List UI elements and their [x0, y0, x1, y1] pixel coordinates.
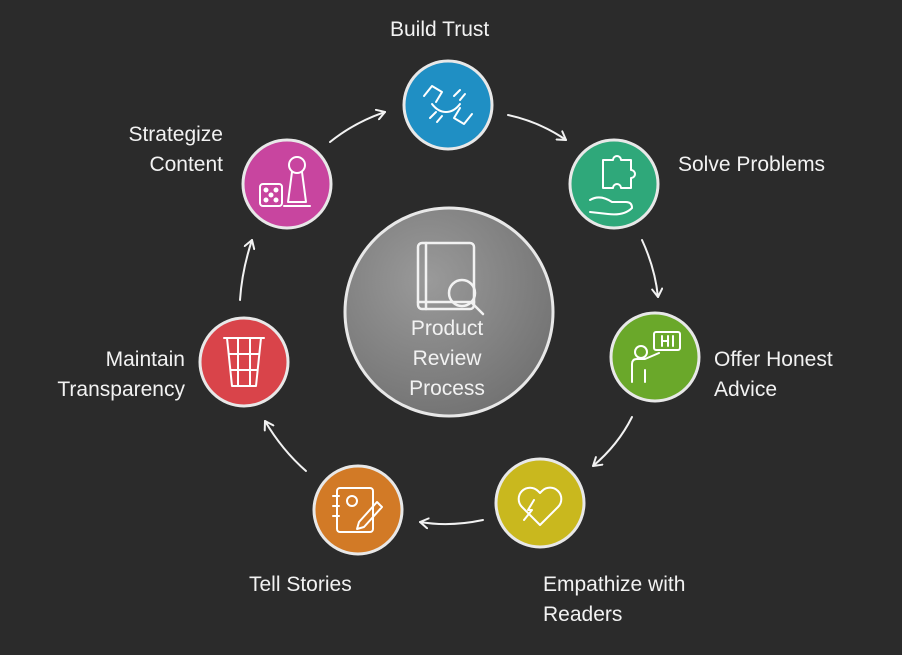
step-label-build-trust: Build Trust [390, 15, 489, 45]
step-label-maintain-line-1: Maintain [105, 348, 185, 371]
step-label-tell-stories-line-1: Tell Stories [249, 573, 352, 596]
notebook-pen-icon [332, 487, 383, 533]
arrow-transparency-to-strategize [239, 239, 256, 301]
arrow-solve-to-advice [641, 239, 664, 298]
broken-heart-icon [517, 486, 563, 526]
step-label-maintain-transparency: Maintain Transparency [20, 345, 185, 405]
step-label-solve-problems-line-1: Solve Problems [678, 153, 826, 176]
puzzle-hand-icon [589, 155, 636, 216]
step-node-tell-stories [312, 464, 404, 556]
arrow-empathize-to-stories [419, 517, 484, 530]
step-label-maintain-line-2: Transparency [57, 378, 185, 401]
handshake-icon [423, 85, 473, 125]
step-label-offer-honest-advice-line-2: Advice [714, 378, 778, 401]
arrow-stories-to-transparency [263, 420, 307, 472]
step-node-empathize-with-readers [494, 457, 586, 549]
trash-bin-icon [223, 337, 265, 387]
center-node [343, 206, 555, 418]
step-label-build-trust-line-1: Build Trust [390, 18, 490, 41]
step-node-maintain-transparency [198, 316, 290, 408]
game-piece-dice-icon [259, 156, 311, 207]
book-magnifier-icon [416, 241, 485, 316]
step-label-strategize-line-1: Strategize [128, 123, 223, 146]
step-label-solve-problems: Solve Problems [678, 150, 825, 180]
step-label-empathize-with-readers: Empathize with Readers [543, 570, 685, 630]
step-node-build-trust [402, 59, 494, 151]
center-label: Product Review Process [372, 314, 522, 404]
step-label-empathize-line-2: Readers [543, 603, 623, 626]
step-label-tell-stories: Tell Stories [249, 570, 352, 600]
step-node-strategize-content [241, 138, 333, 230]
center-label-line-3: Process [409, 377, 485, 400]
presenter-hi-icon [631, 331, 681, 383]
center-label-line-2: Review [412, 347, 482, 370]
step-node-offer-honest-advice [609, 311, 701, 403]
arrow-trust-to-solve [507, 114, 567, 141]
cycle-arrows [239, 108, 664, 530]
step-label-offer-honest-advice-line-1: Offer Honest [714, 348, 833, 371]
step-node-solve-problems [568, 138, 660, 230]
arrow-strategize-to-trust [329, 108, 386, 143]
center-label-line-1: Product [410, 317, 484, 340]
step-label-strategize-line-2: Content [149, 153, 223, 176]
step-label-strategize-content: Strategize Content [60, 120, 223, 180]
arrow-advice-to-empathize [592, 416, 633, 467]
step-label-empathize-line-1: Empathize with [543, 573, 686, 596]
step-label-offer-honest-advice: Offer Honest Advice [714, 345, 833, 405]
